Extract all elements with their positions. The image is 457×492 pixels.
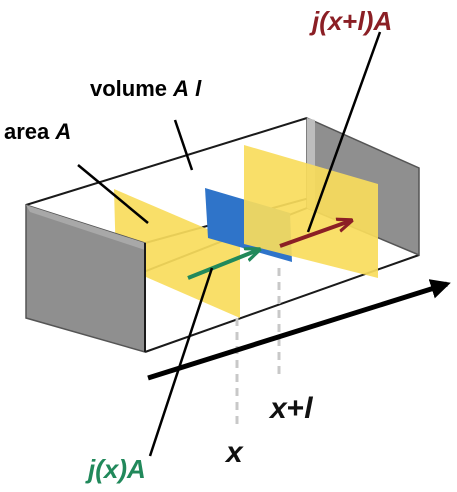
left-end-cap-top: [26, 205, 145, 250]
label-x-plus-l: x+l: [268, 392, 313, 425]
leader-lines: [77, 31, 382, 457]
label-j-x-plus-l-A: j(x+l)A: [309, 6, 392, 36]
box-top-back-edge: [25, 117, 308, 206]
leader-jx: [148, 267, 214, 457]
leader-area: [77, 164, 149, 224]
label-area: area A: [4, 119, 71, 144]
leader-volume: [173, 119, 194, 171]
x-axis-arrow: [147, 279, 451, 381]
plane-at-x-plus-l: [244, 145, 378, 278]
flux-arrow-out: [279, 221, 350, 248]
label-volume: volume A l: [90, 76, 202, 101]
leader-jxl: [306, 31, 382, 233]
label-x: x: [224, 436, 244, 469]
label-j-x-A: j(x)A: [85, 454, 146, 484]
flux-arrow-in: [187, 250, 258, 280]
